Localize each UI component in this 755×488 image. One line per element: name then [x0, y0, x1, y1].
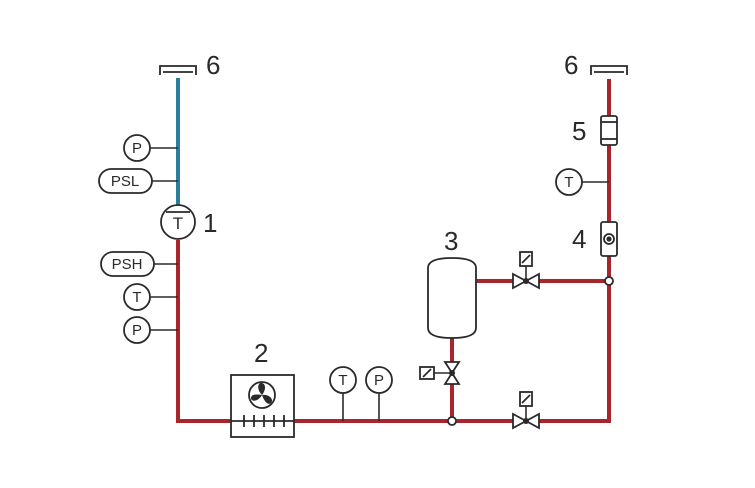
temperature-gauge [555, 168, 583, 196]
junction-node [604, 276, 614, 286]
temperature-gauge [329, 366, 357, 394]
tank-number: 3 [444, 226, 458, 256]
tank-vessel [427, 257, 477, 339]
pump-icon [160, 204, 196, 240]
heat-exchanger: 2 [230, 338, 295, 438]
flow-indicator: 4 [572, 221, 618, 257]
bottom-p-label: P [374, 372, 384, 389]
psl-switch [98, 168, 153, 194]
solenoid-icon [519, 391, 533, 407]
outlet-left: 6 [159, 50, 220, 80]
pressure-gauge [123, 134, 151, 162]
outlet-left-number: 6 [206, 50, 220, 80]
right-t-label: T [564, 174, 573, 191]
left-psl-label: PSL [111, 173, 139, 190]
right-temperature: T [555, 168, 609, 196]
pump: T 1 [160, 204, 217, 240]
outlet-cap-icon [159, 65, 197, 75]
solenoid-icon [519, 251, 533, 267]
outlet-right-number: 6 [564, 50, 578, 80]
pump-number: 1 [203, 208, 217, 238]
solenoid-icon [419, 366, 435, 380]
bottom-t-label: T [338, 372, 347, 389]
two-way-valve-icon [512, 391, 540, 430]
psh-switch [100, 251, 155, 277]
outlet-cap-icon [590, 65, 628, 75]
junction-node [447, 416, 457, 426]
left-p-top-label: P [132, 140, 142, 157]
filter-number: 5 [572, 116, 586, 146]
tank: 3 [427, 226, 477, 339]
pipes [176, 78, 611, 423]
left-psh-label: PSH [112, 256, 143, 273]
hot-pipe-main-loop [176, 79, 611, 423]
pressure-gauge [365, 366, 393, 394]
heat-exchanger-number: 2 [254, 338, 268, 368]
fan-icon [248, 381, 276, 409]
left-p-bottom-label: P [132, 322, 142, 339]
two-way-valve-icon [512, 251, 540, 290]
left-instruments: P PSL PSH T P [98, 134, 178, 344]
temperature-gauge [123, 283, 151, 311]
left-t-label: T [132, 289, 141, 306]
bottom-instruments: T P [329, 366, 393, 421]
pressure-gauge [123, 316, 151, 344]
flow-indicator-number: 4 [572, 224, 586, 254]
filter: 5 [572, 115, 618, 146]
pump-t-label: T [173, 214, 183, 233]
filter-icon [600, 115, 618, 146]
three-way-valve-icon [419, 361, 461, 385]
outlet-right: 6 [564, 50, 628, 80]
